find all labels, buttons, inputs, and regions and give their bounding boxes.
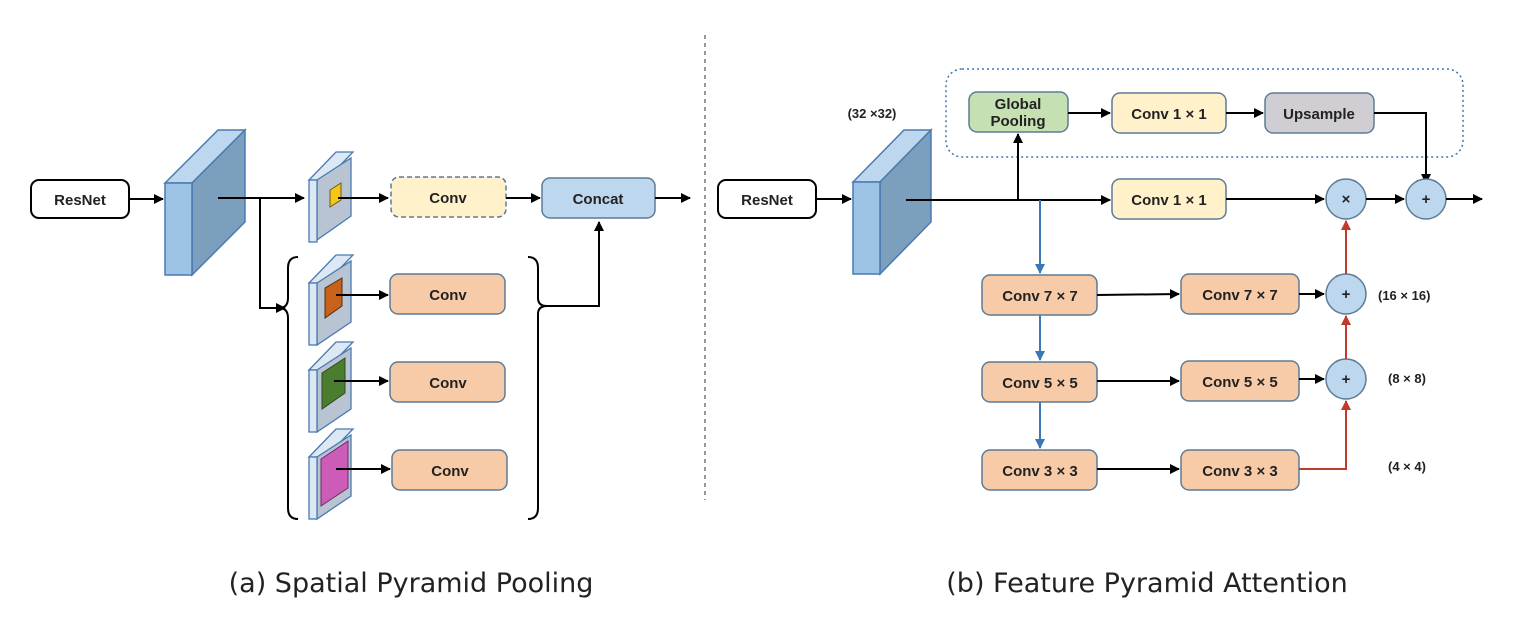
red-arrow-conv3-up (1299, 400, 1351, 470)
side-conv-label-7: Conv 7 × 7 (1202, 287, 1277, 304)
right-panel: ResNet (32 ×32) Global Pooling Conv 1 × … (717, 68, 1483, 599)
left-brace-close (527, 256, 548, 520)
concat-label: Concat (573, 191, 624, 208)
left-resnet-label: ResNet (54, 192, 106, 209)
pool-map-3 (307, 341, 355, 434)
left-branch-line (259, 198, 286, 313)
left-feature-map (163, 128, 247, 277)
pool-map-1 (307, 151, 355, 243)
right-feature-map (851, 128, 933, 276)
final-add-symbol: + (1422, 191, 1431, 208)
side-conv-box-5 (1180, 360, 1300, 402)
side-conv-label-5: Conv 5 × 5 (1202, 374, 1277, 391)
down-conv-label-3: Conv 3 × 3 (1002, 463, 1077, 480)
right-caption: (b) Feature Pyramid Attention (946, 568, 1347, 599)
left-conv-label-4: Conv (431, 463, 469, 480)
right-resnet-label: ResNet (741, 192, 793, 209)
down-conv-label-7: Conv 7 × 7 (1002, 288, 1077, 305)
left-conv-label-3: Conv (429, 375, 467, 392)
scale-label-8: (8 × 8) (1388, 371, 1426, 386)
left-conv-label-2: Conv (429, 287, 467, 304)
left-conv-box-2 (389, 273, 506, 315)
global-pooling-label-line1: Global (995, 96, 1042, 113)
pool-map-4 (307, 428, 355, 521)
left-panel: ResNet (30, 128, 691, 599)
add-symbol-8: + (1342, 371, 1351, 388)
upsample-to-add-arrow (1374, 112, 1431, 184)
upsample-label: Upsample (1283, 106, 1355, 123)
left-caption: (a) Spatial Pyramid Pooling (229, 568, 594, 599)
left-brace-open (278, 256, 299, 520)
left-conv-box-3 (389, 361, 506, 403)
pool-map-2 (307, 254, 355, 347)
conv7-to-side-arrow (1096, 289, 1180, 300)
brace-to-concat-line (547, 221, 604, 307)
scale-label-4: (4 × 4) (1388, 459, 1426, 474)
scale-label-16: (16 × 16) (1378, 288, 1430, 303)
main-conv-label: Conv 1 × 1 (1131, 192, 1206, 209)
left-conv-box-4 (391, 449, 508, 491)
add-symbol-16: + (1342, 286, 1351, 303)
left-conv-label-1: Conv (429, 190, 467, 207)
top-conv-label: Conv 1 × 1 (1131, 106, 1206, 123)
multiply-symbol: × (1342, 191, 1351, 208)
down-conv-label-5: Conv 5 × 5 (1002, 375, 1077, 392)
global-pooling-label-line2: Pooling (991, 113, 1046, 130)
input-size-label: (32 ×32) (848, 106, 897, 121)
side-conv-label-3: Conv 3 × 3 (1202, 463, 1277, 480)
